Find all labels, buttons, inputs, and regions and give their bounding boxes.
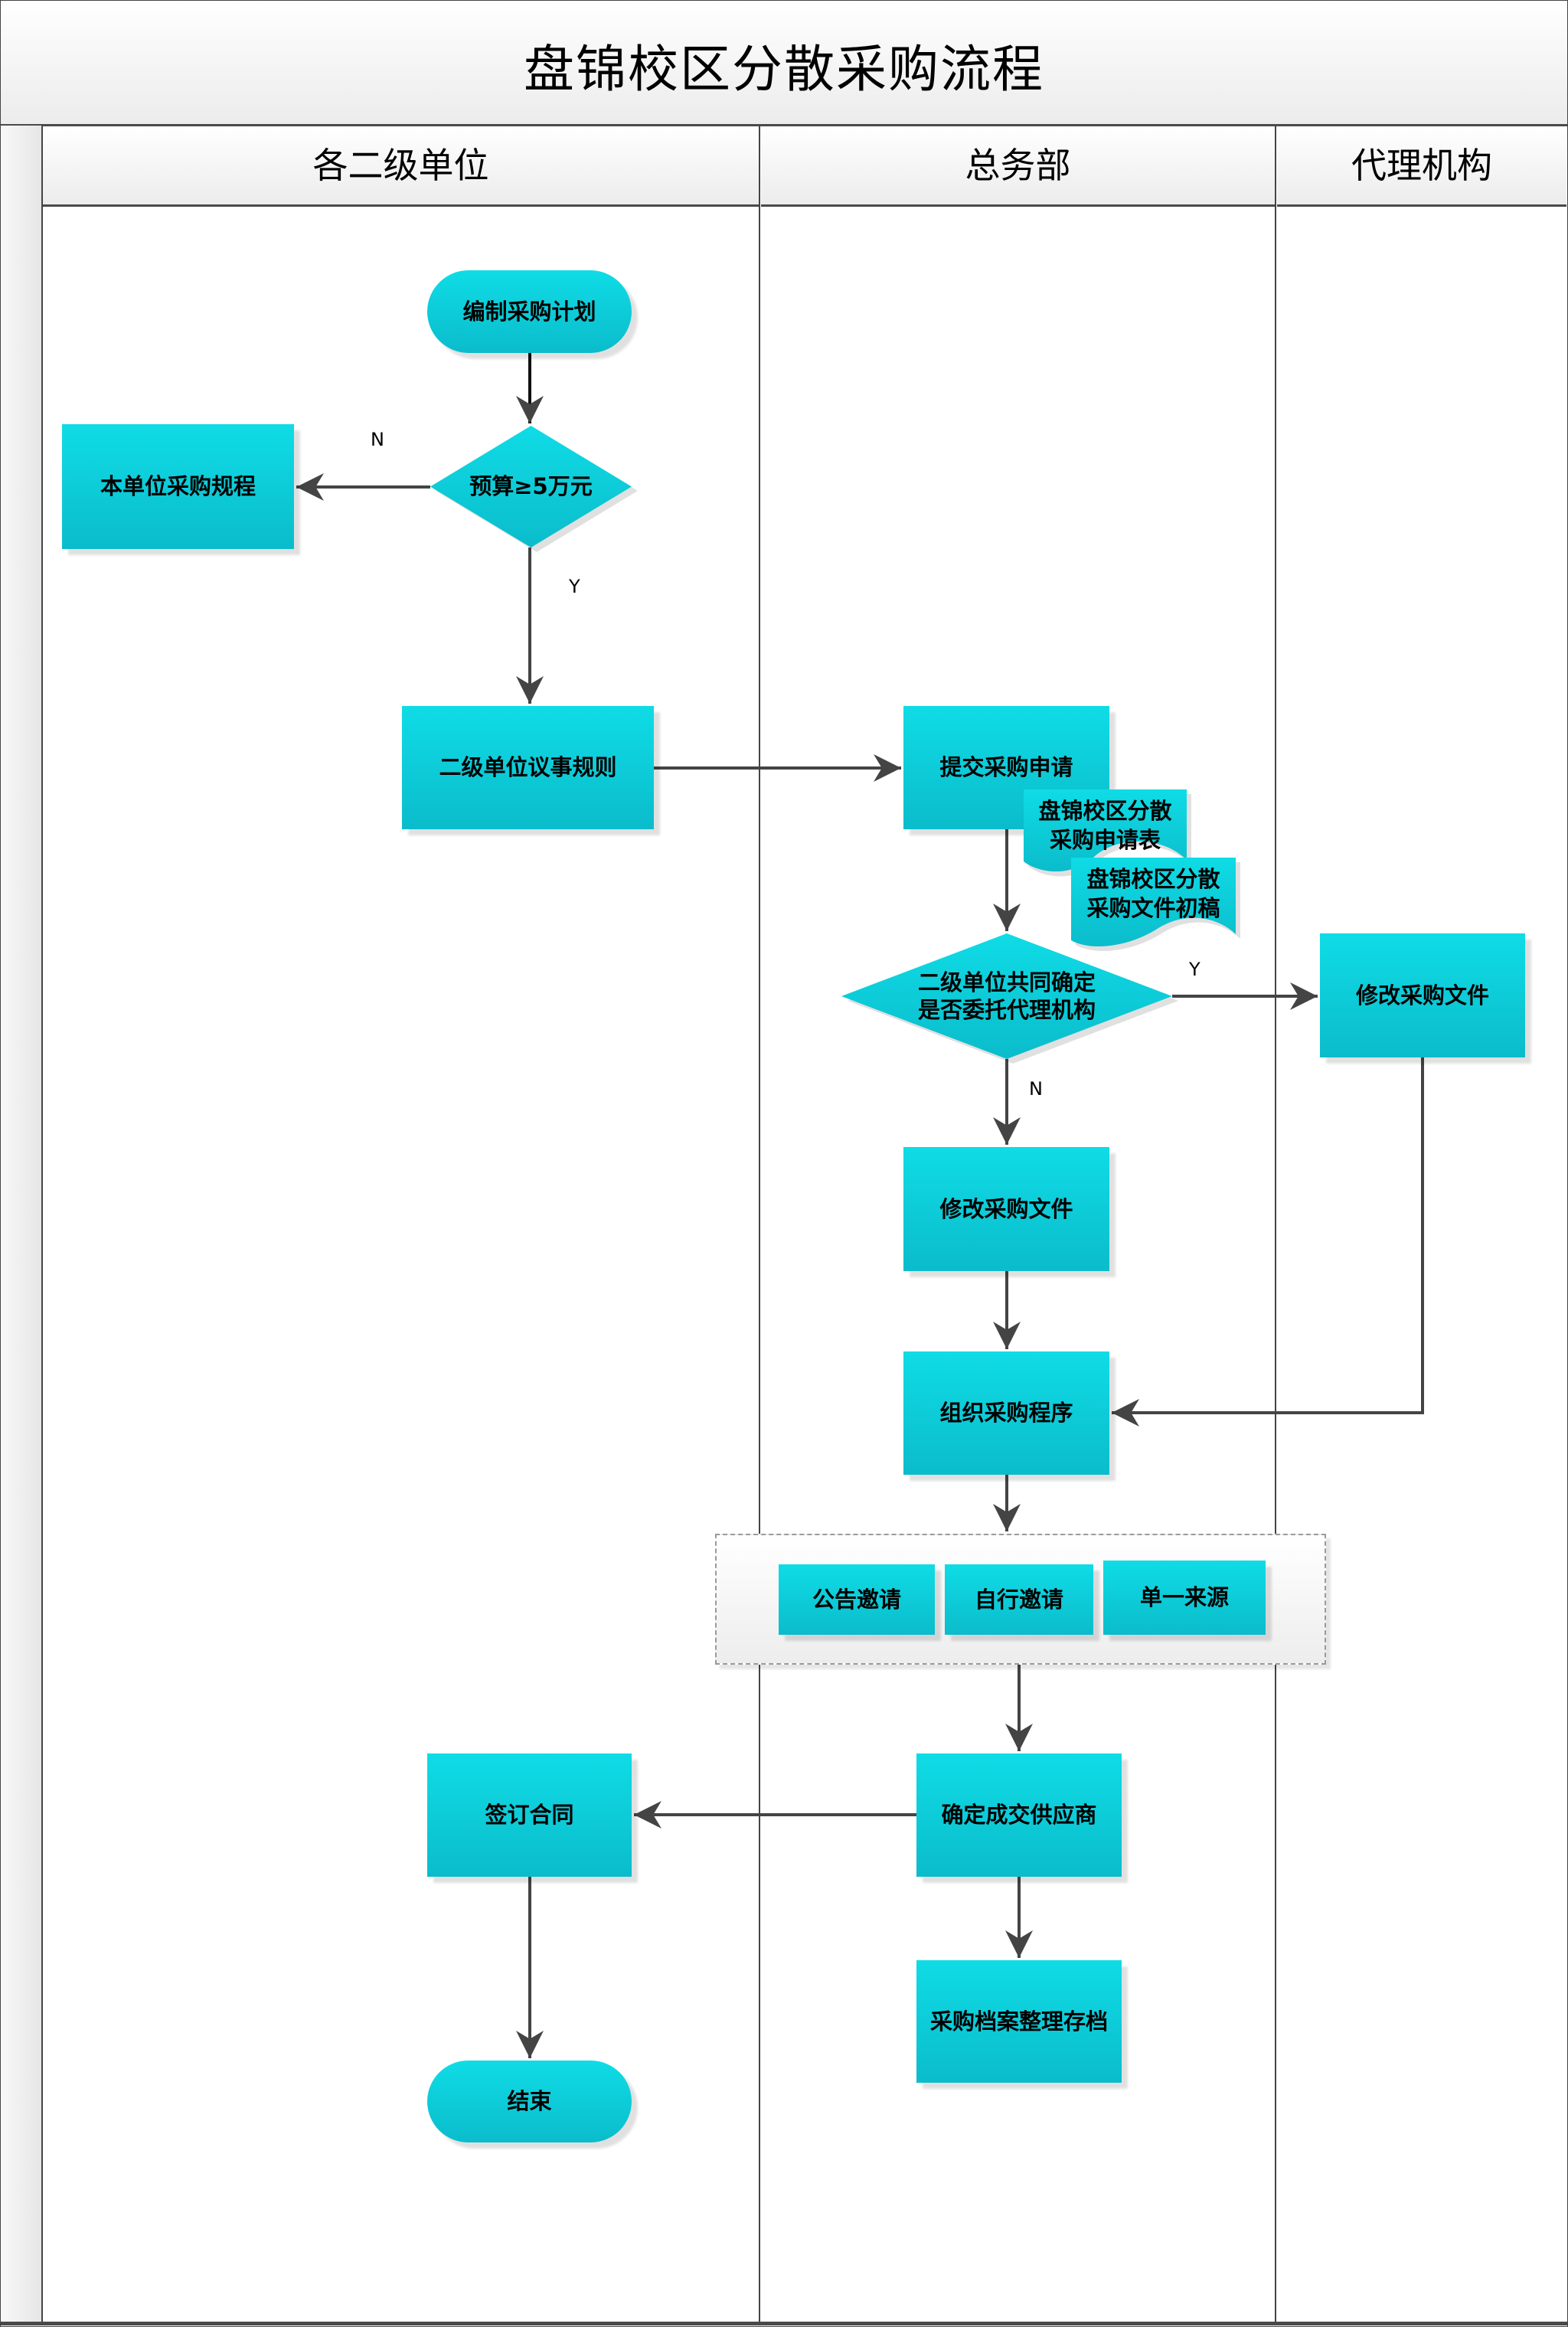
edge-agency-to-organize: [1112, 1057, 1424, 1427]
doc-draft[interactable]: 盘锦校区分散 采购文件初稿: [1071, 858, 1240, 951]
lane-header-general: 总务部: [761, 126, 1275, 207]
edge-label-budget-no: N: [371, 429, 384, 450]
confirm-supplier-node[interactable]: 确定成交供应商: [916, 1753, 1122, 1877]
decision-agency-line1: 二级单位共同确定: [917, 969, 1096, 995]
general-modify-label: 修改采购文件: [939, 1195, 1073, 1222]
edge-label-agency-yes: Y: [1189, 959, 1200, 980]
doc-draft-label: 盘锦校区分散 采购文件初稿: [1071, 865, 1236, 923]
confirm-supplier-label: 确定成交供应商: [941, 1802, 1097, 1829]
decision-budget[interactable]: 预算≥5万元: [430, 426, 638, 552]
method-public-invitation-label: 公告邀请: [812, 1586, 901, 1613]
doc-request-form-line1: 盘锦校区分散: [1038, 798, 1172, 824]
archive-label: 采购档案整理存档: [929, 2008, 1108, 2034]
edge-label-budget-yes: Y: [569, 576, 580, 597]
doc-request-form-shape: [1024, 789, 1191, 877]
decision-budget-shape: [430, 426, 638, 552]
doc-draft-shape: [1071, 858, 1240, 951]
doc-request-form-line2: 采购申请表: [1049, 826, 1161, 853]
sign-contract-node[interactable]: 签订合同: [427, 1753, 632, 1877]
lane-divider: [1275, 126, 1276, 2325]
method-self-invitation[interactable]: 自行邀请: [945, 1564, 1093, 1635]
agency-modify-label: 修改采购文件: [1355, 982, 1489, 1008]
end-node[interactable]: 结束: [427, 2061, 632, 2142]
method-self-invitation-label: 自行邀请: [974, 1586, 1063, 1613]
decision-agency[interactable]: 二级单位共同确定 是否委托代理机构: [841, 933, 1178, 1064]
submit-request-node[interactable]: 提交采购申请: [903, 706, 1109, 829]
council-rules-node[interactable]: 二级单位议事规则: [402, 706, 654, 829]
method-public-invitation[interactable]: 公告邀请: [779, 1564, 935, 1635]
organize-label: 组织采购程序: [939, 1400, 1073, 1427]
agency-modify-node[interactable]: 修改采购文件: [1320, 933, 1525, 1057]
lane-divider: [759, 126, 760, 2325]
start-node-label: 编制采购计划: [462, 298, 596, 325]
unit-rules-label: 本单位采购规程: [100, 473, 256, 500]
start-node[interactable]: 编制采购计划: [427, 270, 632, 353]
sign-contract-label: 签订合同: [485, 1802, 574, 1829]
council-rules-label: 二级单位议事规则: [439, 754, 617, 781]
doc-draft-line1: 盘锦校区分散: [1086, 866, 1220, 892]
organize-node[interactable]: 组织采购程序: [903, 1351, 1109, 1475]
end-node-label: 结束: [507, 2088, 552, 2115]
archive-node[interactable]: 采购档案整理存档: [916, 1960, 1122, 2083]
general-modify-node[interactable]: 修改采购文件: [903, 1147, 1109, 1271]
method-single-source[interactable]: 单一来源: [1103, 1561, 1266, 1635]
decision-agency-line2: 是否委托代理机构: [917, 997, 1096, 1023]
unit-rules-node[interactable]: 本单位采购规程: [62, 424, 294, 549]
decision-agency-shape: [841, 933, 1178, 1064]
doc-request-form-label: 盘锦校区分散 采购申请表: [1024, 797, 1187, 855]
method-single-source-label: 单一来源: [1139, 1584, 1229, 1611]
submit-request-label: 提交采购申请: [939, 754, 1073, 781]
decision-agency-label: 二级单位共同确定 是否委托代理机构: [841, 933, 1172, 1059]
edge-label-agency-no: N: [1029, 1078, 1043, 1100]
lane-header-units: 各二级单位: [43, 126, 759, 207]
page-title: 盘锦校区分散采购流程: [524, 40, 1044, 99]
doc-draft-line2: 采购文件初稿: [1086, 894, 1220, 921]
title-band: 盘锦校区分散采购流程: [1, 1, 1567, 126]
doc-request-form[interactable]: 盘锦校区分散 采购申请表: [1024, 789, 1191, 877]
pool-left-strip: [1, 126, 43, 2325]
lane-header-agency: 代理机构: [1277, 126, 1566, 207]
pool-bottom-border: [1, 2322, 1567, 2325]
decision-budget-label: 预算≥5万元: [469, 473, 593, 500]
